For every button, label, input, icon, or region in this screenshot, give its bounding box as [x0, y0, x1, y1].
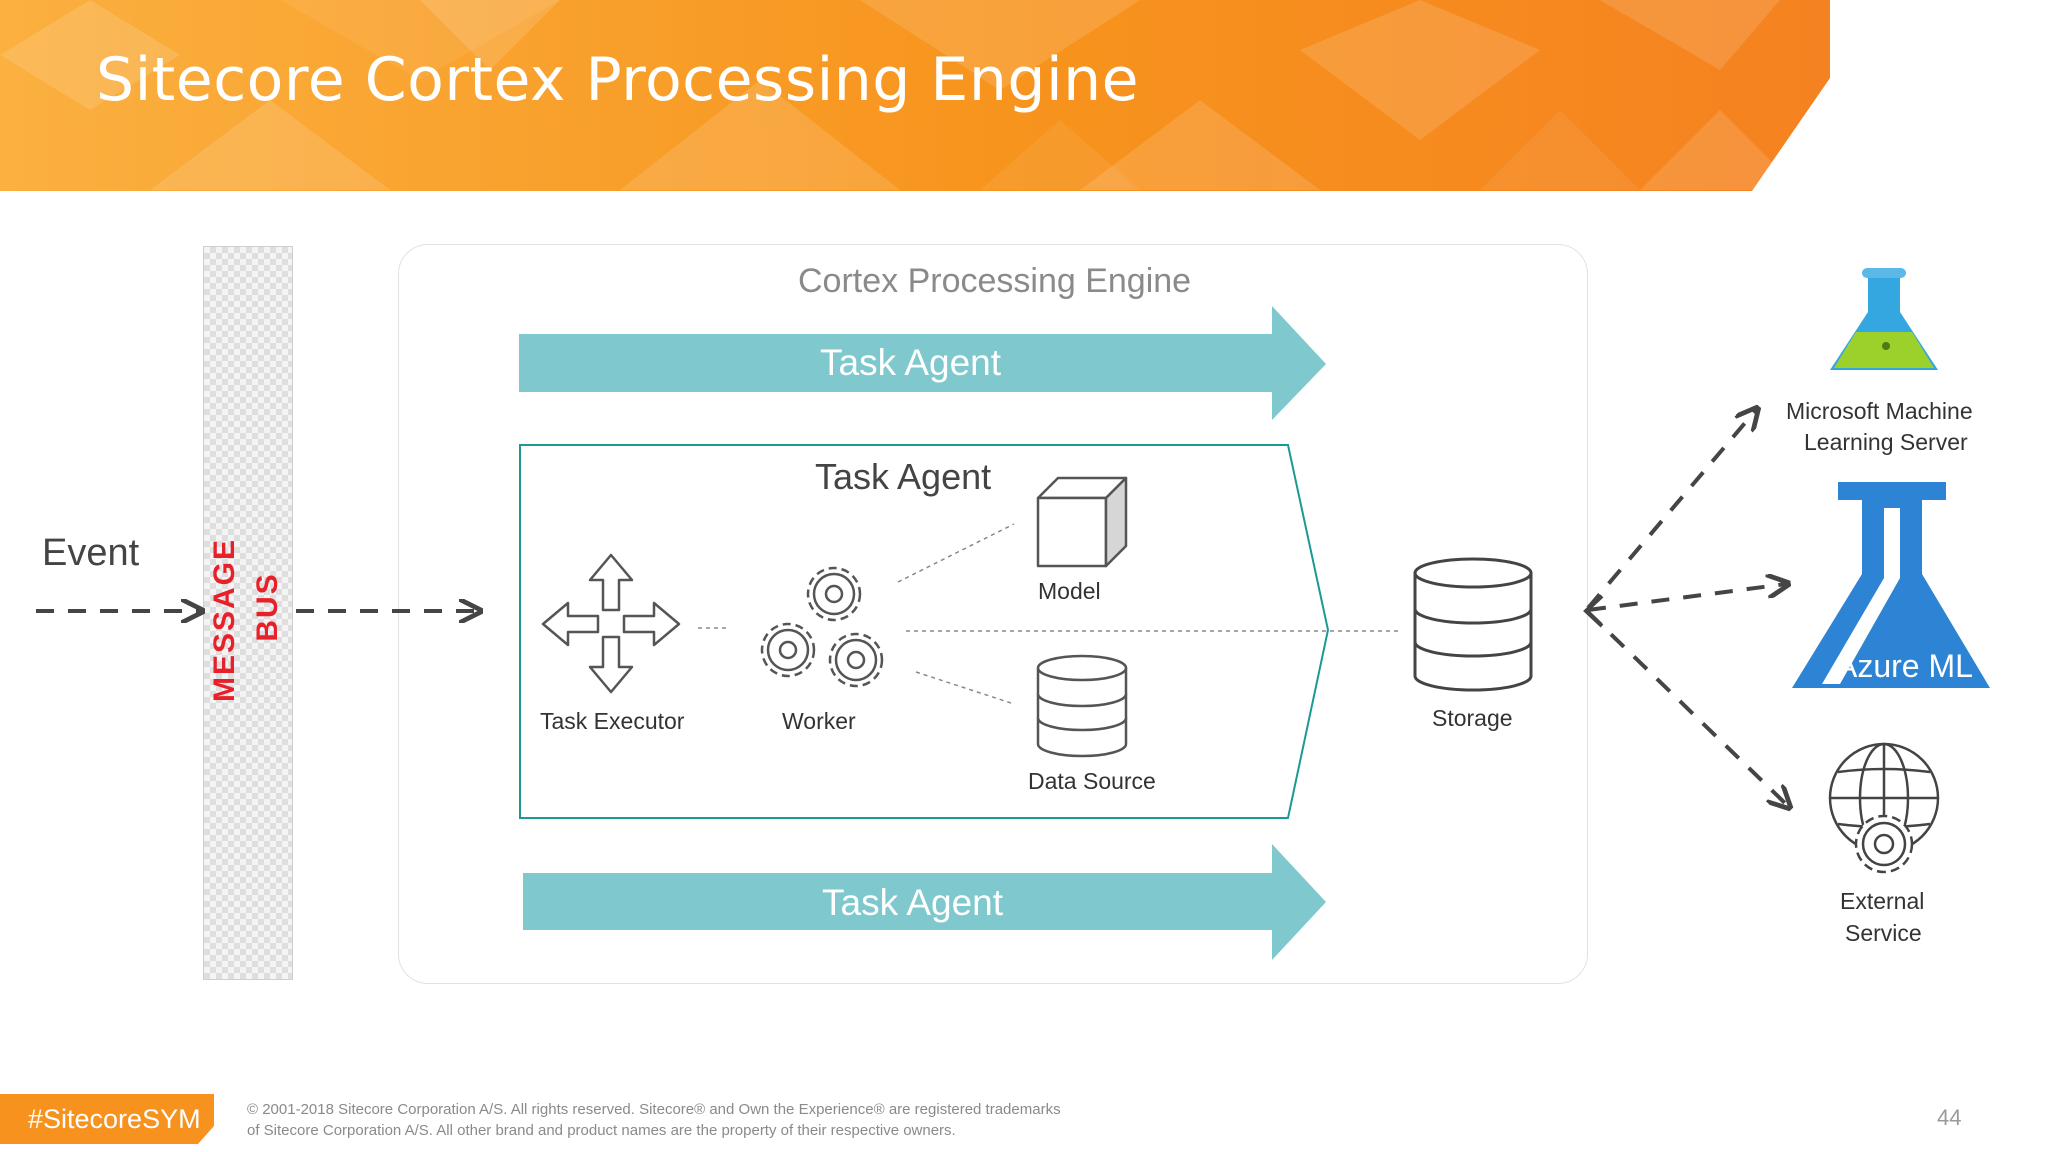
- data-source-label: Data Source: [1028, 768, 1156, 794]
- task-agent-arrow-top: [519, 306, 1326, 420]
- connector-worker-model: [897, 523, 1015, 583]
- slide-title: Sitecore Cortex Processing Engine: [96, 45, 1140, 115]
- footer-copyright-line2: of Sitecore Corporation A/S. All other b…: [247, 1122, 956, 1139]
- model-label: Model: [1038, 578, 1101, 604]
- task-executor-icon: [541, 553, 681, 694]
- footer-copyright-line1: © 2001-2018 Sitecore Corporation A/S. Al…: [247, 1101, 1061, 1118]
- header-banner: [0, 0, 1830, 191]
- task-executor-label: Task Executor: [540, 708, 685, 734]
- task-agent-arrow-bottom: [523, 844, 1326, 960]
- data-source-icon: [1036, 654, 1128, 758]
- worker-label: Worker: [782, 708, 856, 734]
- ml-server-flask-icon: [1830, 268, 1938, 370]
- ml-server-label-line1: Microsoft Machine: [1786, 398, 1973, 424]
- ml-server-label-line2: Learning Server: [1804, 429, 1968, 455]
- arrow-to-external-service: [1586, 610, 1788, 806]
- arrow-to-ml-server: [1586, 410, 1756, 610]
- external-service-icon: [1828, 742, 1940, 874]
- task-agent-top-label: Task Agent: [820, 342, 1002, 383]
- task-agent-bottom-label: Task Agent: [822, 882, 1004, 923]
- arrow-to-azure-ml: [1587, 584, 1786, 612]
- connector-worker-datasource: [915, 671, 1015, 705]
- storage-icon: [1413, 557, 1533, 692]
- external-service-label-line2: Service: [1845, 920, 1922, 946]
- footer-hashtag: #SitecoreSYM: [28, 1104, 201, 1134]
- event-label: Event: [42, 532, 140, 574]
- storage-label: Storage: [1432, 705, 1513, 731]
- azure-ml-label: Azure ML: [1836, 648, 1973, 684]
- task-agent-panel-title: Task Agent: [815, 456, 992, 497]
- model-cube-icon: [1036, 476, 1128, 568]
- external-service-label-line1: External: [1840, 888, 1925, 914]
- message-bus: [203, 246, 293, 980]
- engine-title: Cortex Processing Engine: [798, 262, 1192, 300]
- arrow-tail-chevron: [1583, 594, 1604, 628]
- azure-ml-flask-icon: [1792, 482, 1990, 688]
- worker-gears-icon: [760, 566, 884, 688]
- page-number: 44: [1937, 1105, 1962, 1130]
